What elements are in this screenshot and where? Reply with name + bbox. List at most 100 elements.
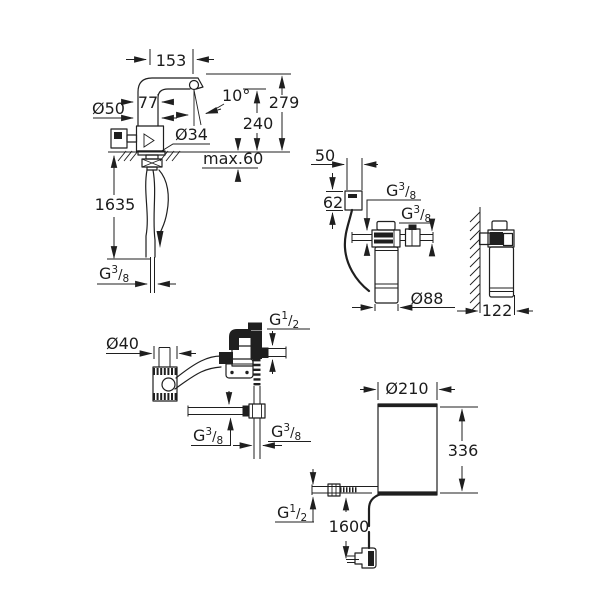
label-stream-angle: 10° [222, 86, 250, 105]
angle-arrow-right [204, 106, 222, 114]
counter-hatch-right [159, 150, 181, 162]
power-plug-dark [368, 551, 374, 566]
label-spout-offset: 77 [138, 93, 158, 112]
supply-hose-right [152, 169, 156, 258]
thread-sup: 1 [281, 310, 288, 322]
boiler-inlet-pipe [311, 484, 378, 495]
label-cartridge-dia: Ø88 [411, 289, 444, 308]
connection-hose-bottom [174, 366, 222, 390]
power-cord [367, 492, 383, 550]
boiler-drawing: Ø210 336 G1/2 1600 [275, 379, 479, 569]
thread-sub: 8 [409, 190, 416, 202]
faucet-nut-cross [141, 158, 163, 168]
thread-sub: 8 [424, 213, 431, 225]
supply-pipe [150, 257, 155, 293]
valve-top-fitting [248, 322, 262, 331]
riser-nut-lines [252, 404, 262, 418]
label-valve-thread-left: G3/8 [193, 426, 223, 447]
thread-sup: 3 [205, 426, 212, 438]
angle-leader [211, 103, 225, 112]
outlet-valve-knob [408, 224, 417, 230]
pipe-junction-dark [242, 405, 250, 417]
label-height-top: 279 [269, 93, 300, 112]
filter-outlet-pipe [400, 232, 434, 243]
thread-sup: 3 [413, 204, 420, 216]
thread-slash: / [118, 268, 123, 283]
wall-filter-cap [491, 220, 508, 231]
leader-thread-inlet [366, 199, 421, 204]
boiler-body [377, 403, 438, 496]
power-box [344, 190, 363, 211]
thread-slash: / [405, 185, 410, 200]
valve-assembly-drawing: Ø40 G1/2 G3/8 G3/8 [106, 310, 311, 459]
ext-40 [153, 346, 178, 359]
label-head-height: 62 [323, 193, 343, 212]
thread-sub: 8 [216, 435, 223, 447]
coupling-port [161, 377, 176, 392]
valve-tee [250, 331, 262, 359]
valve-elbow [229, 329, 251, 350]
filter-inlet-pipe [351, 232, 372, 243]
stream-angled-line [193, 89, 202, 126]
thread-base: G [401, 204, 413, 223]
label-wall-depth: 122 [482, 301, 513, 320]
faucet-body [135, 125, 165, 152]
thread-base: G [269, 310, 281, 329]
faucet-spout-inner [157, 88, 191, 127]
label-spout-reach: 153 [156, 51, 187, 70]
inlet-nut [327, 483, 341, 497]
riser-nut [248, 403, 266, 419]
label-filter-thread-inlet: G3/8 [386, 181, 416, 202]
filter-cartridge [374, 246, 399, 304]
thread-sub: 8 [294, 431, 301, 443]
valve-flange [225, 358, 254, 379]
thread-base: G [271, 422, 283, 441]
wall-filter-head-dark [490, 232, 503, 245]
label-boiler-thread: G1/2 [277, 503, 307, 524]
filter-wall-view: 122 [457, 207, 533, 320]
filter-head-display2 [374, 239, 393, 244]
filter-head-cap [376, 220, 396, 231]
thread-slash: / [212, 430, 217, 445]
hose-end-tip [156, 231, 164, 248]
thread-base: G [386, 181, 398, 200]
label-deck-thickness: max.60 [203, 149, 263, 168]
label-boiler-height: 336 [448, 441, 479, 460]
ext-62 [326, 191, 343, 211]
label-boiler-dia: Ø210 [385, 379, 428, 398]
label-base-dia: Ø50 [92, 99, 125, 118]
thread-base: G [277, 503, 289, 522]
left-inlet-pipe [187, 405, 249, 417]
label-valve-thread-bottom: G3/8 [271, 422, 301, 443]
thread-slash: / [296, 507, 301, 522]
thread-sup: 3 [111, 264, 118, 276]
faucet-lever-slot [114, 132, 122, 139]
valve-outlet-dark [262, 347, 269, 358]
ext-88 [374, 304, 399, 311]
supply-hose-curved [158, 169, 169, 233]
connection-hose-top [175, 355, 222, 379]
leader-34 [159, 143, 210, 153]
faucet-aerator [188, 79, 200, 91]
thread-slash: / [290, 426, 295, 441]
thread-sub: 2 [300, 512, 307, 524]
riser-pipe [253, 386, 261, 459]
label-faucet-thread: G3/8 [99, 264, 129, 285]
inlet-nut-lines [331, 484, 337, 496]
ext-336 [440, 406, 478, 494]
label-height-outlet: 240 [243, 114, 274, 133]
filter-cartridge-bands [375, 250, 398, 289]
thread-sup: 3 [283, 422, 290, 434]
faucet-lever-stem [126, 134, 138, 143]
wall-filter-head-port [502, 232, 514, 247]
filter-drawing: 50 62 G3/8 G3/8 Ø88 [311, 146, 455, 311]
thread-sup: 3 [398, 181, 405, 193]
thread-sup: 1 [289, 503, 296, 515]
counter-hatch-left [117, 150, 139, 162]
faucet-nut-tail [146, 166, 158, 171]
valve-outlet-pipe [262, 346, 287, 359]
label-hose-length: 1635 [95, 195, 136, 214]
power-box-slot [348, 194, 357, 198]
label-hole-dia: Ø34 [175, 125, 208, 144]
label-coupling-dia: Ø40 [106, 334, 139, 353]
